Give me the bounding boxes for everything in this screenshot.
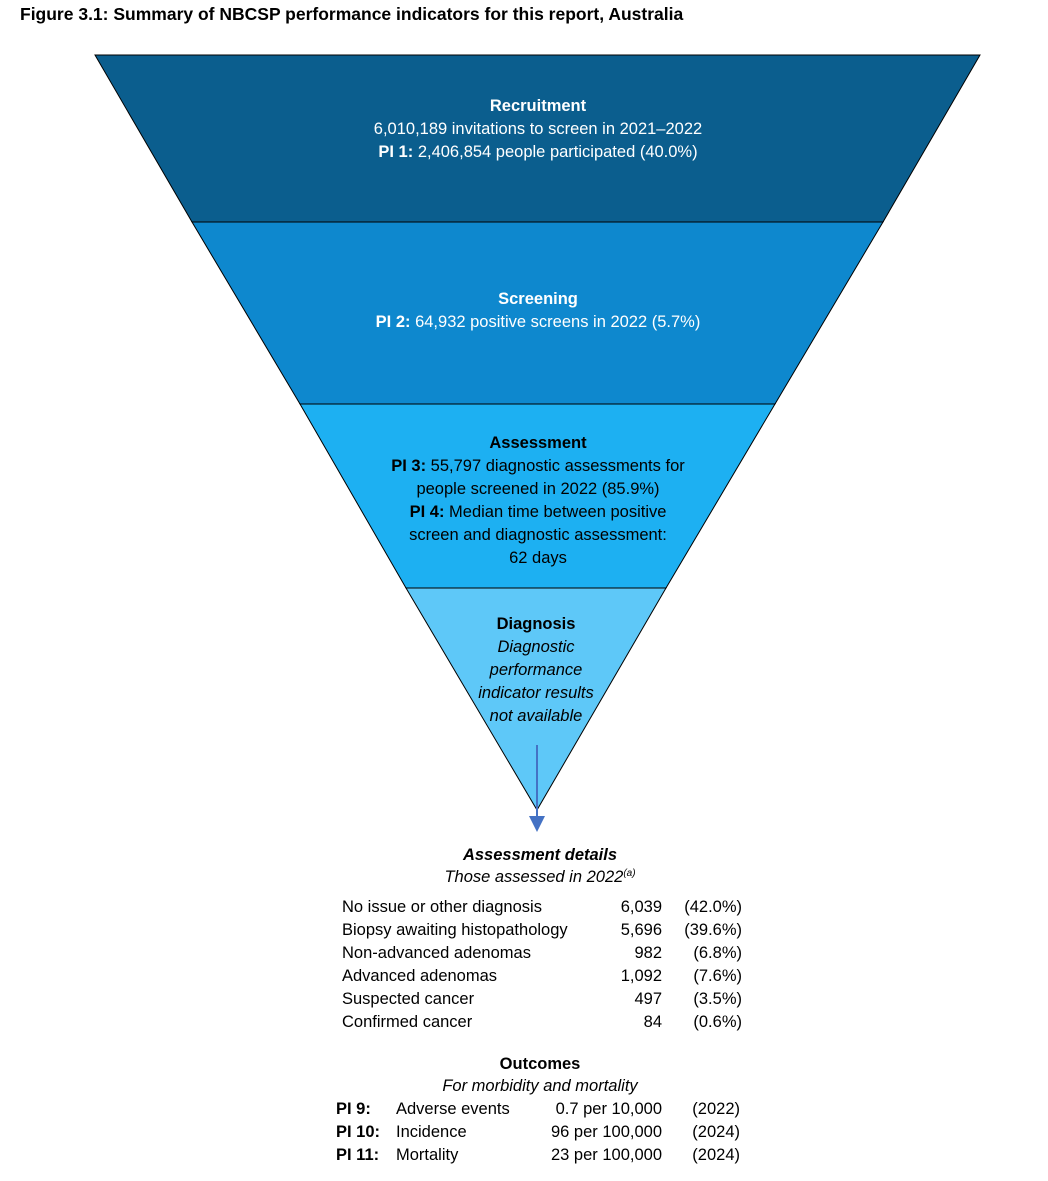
assessment-pi4-days: 62 days (509, 549, 567, 567)
row-pct: (7.6%) (693, 967, 742, 985)
pi1-text: 2,406,854 people participated (40.0%) (413, 143, 698, 161)
outcome-rate: 96 per 100,000 (550, 1123, 662, 1141)
pi3-text-a: 55,797 diagnostic assessments for (426, 457, 685, 475)
assessment-heading: Assessment (489, 434, 587, 452)
outcome-label: Mortality (396, 1146, 459, 1164)
outcome-year: (2024) (692, 1123, 740, 1141)
row-label: Confirmed cancer (342, 1013, 473, 1031)
table-row: PI 11: Mortality 23 per 100,000 (2024) (336, 1144, 740, 1167)
recruitment-pi1: PI 1: 2,406,854 people participated (40.… (288, 141, 788, 164)
pi2-text: 64,932 positive screens in 2022 (5.7%) (410, 313, 701, 331)
diagnosis-line-4: not available (489, 707, 583, 725)
diagnosis-line-1: Diagnostic (497, 638, 575, 656)
table-row: Suspected cancer 497 (3.5%) (342, 988, 742, 1011)
outcome-pi: PI 10: (336, 1123, 381, 1141)
assessment-details-table: No issue or other diagnosis 6,039 (42.0%… (342, 896, 742, 1034)
figure-title: Figure 3.1: Summary of NBCSP performance… (20, 4, 684, 24)
table-row: Non-advanced adenomas 982 (6.8%) (342, 942, 742, 965)
assessment-details-subtitle-text: Those assessed in 2022 (444, 868, 624, 886)
pi4-label: PI 4: (409, 503, 445, 521)
row-count: 1,092 (620, 967, 662, 985)
row-count: 982 (634, 944, 662, 962)
table-row: No issue or other diagnosis 6,039 (42.0%… (342, 896, 742, 919)
assessment-details-title: Assessment details (462, 846, 618, 864)
row-label: Biopsy awaiting histopathology (342, 921, 568, 939)
table-row: PI 9: Adverse events 0.7 per 10,000 (202… (336, 1098, 740, 1121)
row-count: 497 (634, 990, 662, 1008)
row-pct: (3.5%) (693, 990, 742, 1008)
table-row: Confirmed cancer 84 (0.6%) (342, 1011, 742, 1034)
funnel-diagnosis-band (405, 587, 667, 811)
outcomes-heading: Outcomes For morbidity and mortality (340, 1053, 740, 1097)
assessment-pi4: PI 4: Median time between positive (338, 501, 738, 524)
arrow-head (529, 816, 545, 832)
diagnosis-line-2: performance (489, 661, 583, 679)
row-count: 6,039 (620, 898, 662, 916)
assessment-pi4-cont: screen and diagnostic assessment: (409, 526, 667, 544)
assessment-details-subtitle: Those assessed in 2022(a) (340, 866, 740, 888)
table-row: Advanced adenomas 1,092 (7.6%) (342, 965, 742, 988)
diagnosis-text: Diagnosis Diagnostic performance indicat… (436, 613, 636, 728)
row-label: Advanced adenomas (342, 967, 498, 985)
outcome-year: (2022) (692, 1100, 740, 1118)
table-row: Biopsy awaiting histopathology 5,696 (39… (342, 919, 742, 942)
pi1-label: PI 1: (378, 143, 414, 161)
row-pct: (6.8%) (693, 944, 742, 962)
assessment-pi3: PI 3: 55,797 diagnostic assessments for (338, 455, 738, 478)
pi2-label: PI 2: (375, 313, 411, 331)
outcome-rate: 23 per 100,000 (550, 1146, 662, 1164)
screening-text: Screening PI 2: 64,932 positive screens … (288, 288, 788, 334)
row-count: 5,696 (620, 921, 662, 939)
outcome-year: (2024) (692, 1146, 740, 1164)
footnote-a: (a) (623, 868, 636, 879)
diagnosis-line-3: indicator results (478, 684, 594, 702)
row-count: 84 (643, 1013, 662, 1031)
outcomes-table: PI 9: Adverse events 0.7 per 10,000 (202… (336, 1098, 740, 1167)
recruitment-heading: Recruitment (489, 97, 587, 115)
outcome-label: Incidence (396, 1123, 467, 1141)
outcome-pi: PI 9: (336, 1100, 371, 1118)
row-label: Non-advanced adenomas (342, 944, 531, 962)
outcome-rate: 0.7 per 10,000 (555, 1100, 662, 1118)
pi3-label: PI 3: (391, 457, 427, 475)
table-row: PI 10: Incidence 96 per 100,000 (2024) (336, 1121, 740, 1144)
outcome-label: Adverse events (396, 1100, 510, 1118)
assessment-pi3-cont: people screened in 2022 (85.9%) (416, 480, 660, 498)
row-label: No issue or other diagnosis (342, 898, 542, 916)
recruitment-invitations: 6,010,189 invitations to screen in 2021–… (373, 120, 703, 138)
screening-pi2: PI 2: 64,932 positive screens in 2022 (5… (288, 311, 788, 334)
row-label: Suspected cancer (342, 990, 475, 1008)
assessment-details-heading: Assessment details Those assessed in 202… (340, 844, 740, 888)
row-pct: (0.6%) (693, 1013, 742, 1031)
row-pct: (39.6%) (684, 921, 742, 939)
recruitment-text: Recruitment 6,010,189 invitations to scr… (288, 95, 788, 164)
pi4-text-a: Median time between positive (444, 503, 667, 521)
outcomes-title: Outcomes (499, 1055, 581, 1073)
assessment-text: Assessment PI 3: 55,797 diagnostic asses… (338, 432, 738, 570)
outcomes-subtitle: For morbidity and mortality (442, 1077, 638, 1095)
row-pct: (42.0%) (684, 898, 742, 916)
screening-heading: Screening (498, 290, 578, 308)
outcome-pi: PI 11: (336, 1146, 380, 1164)
diagnosis-heading: Diagnosis (496, 615, 576, 633)
